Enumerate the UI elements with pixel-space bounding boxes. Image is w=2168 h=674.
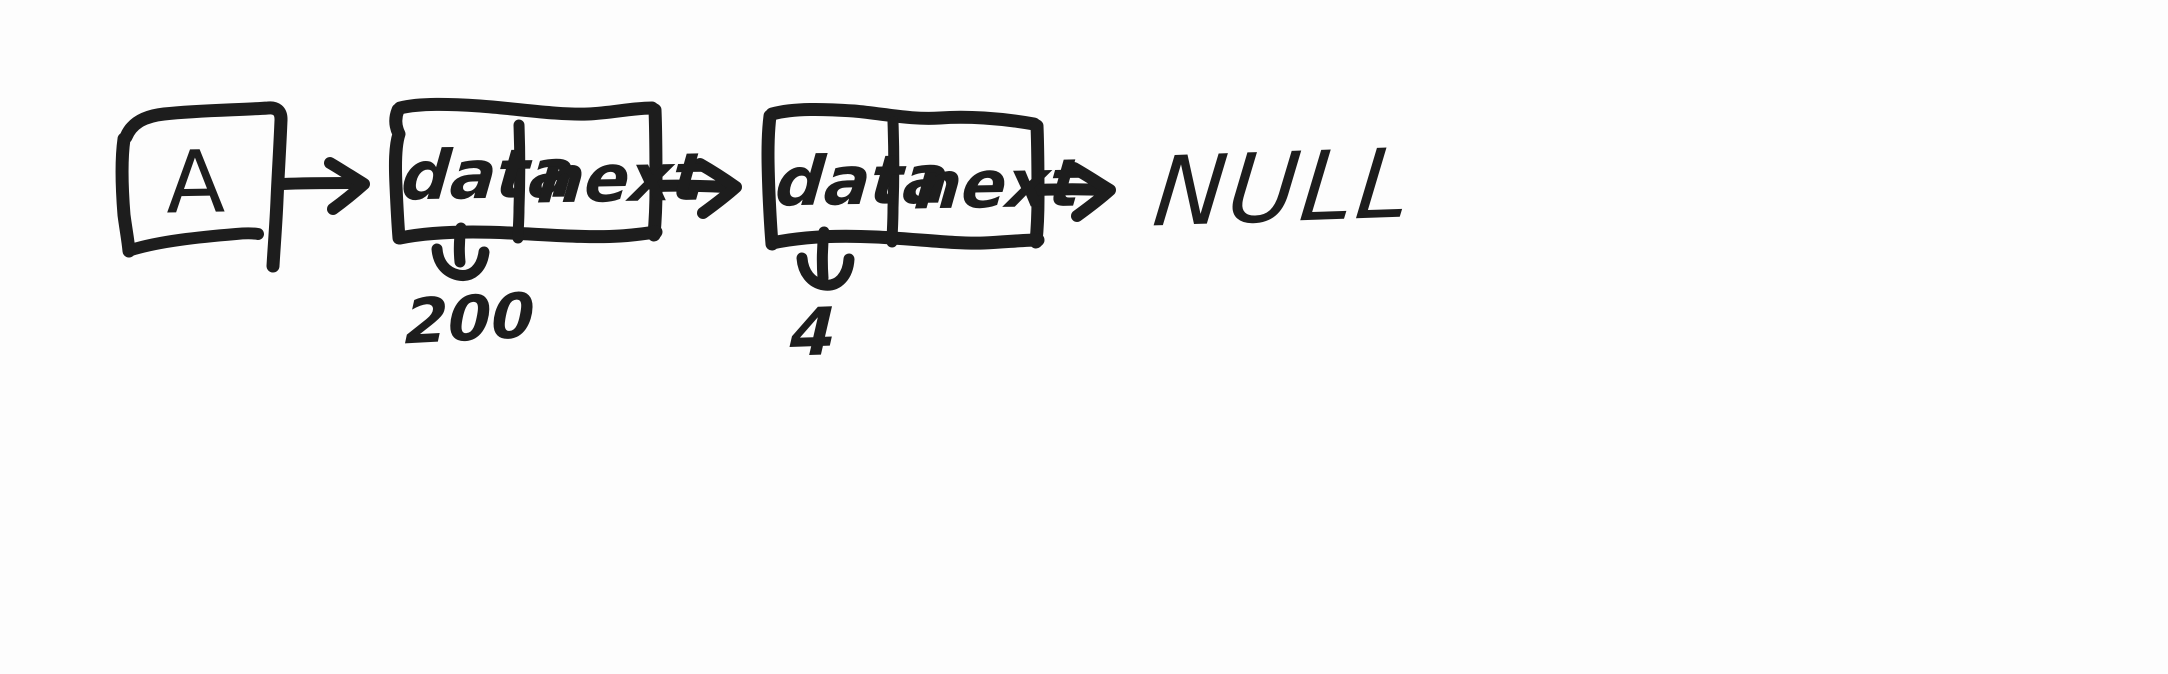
arrow-head-to-node-1	[277, 157, 370, 215]
node-1-data-value: 200	[404, 278, 536, 359]
node-1-next-label: next	[534, 138, 708, 219]
arrow-node-2-to-null	[1032, 162, 1116, 222]
head-box-A[interactable]	[115, 101, 288, 273]
node-2-next-label: next	[911, 144, 1085, 225]
arrow-node-1-to-node-2	[650, 158, 742, 219]
node-1-data-pointer	[431, 222, 490, 281]
node-2-box[interactable]	[761, 102, 1045, 251]
node-2-data-pointer	[796, 226, 855, 291]
null-terminator-label: NULL	[1148, 127, 1419, 249]
node-2-data-value: 4	[788, 293, 838, 372]
head-box-label: A	[165, 132, 226, 234]
